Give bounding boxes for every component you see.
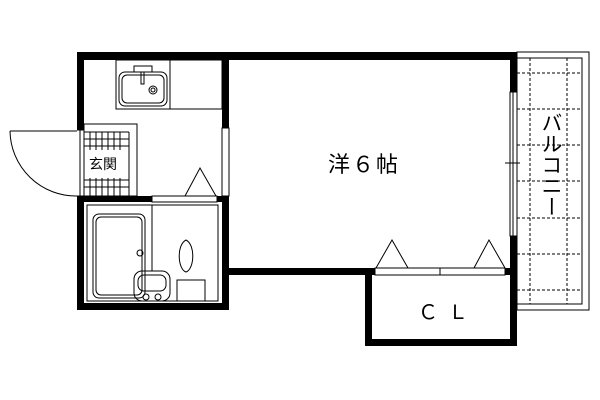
bath-door <box>151 195 218 203</box>
entrance-tiles <box>83 123 138 197</box>
entrance-door <box>9 129 84 197</box>
entrance-label: 玄関 <box>88 154 118 174</box>
window-right-kitchen <box>221 127 230 197</box>
balcony-window <box>505 91 520 237</box>
kitchen-counter <box>115 59 223 110</box>
closet-label: ＣＬ <box>418 300 478 324</box>
bathroom-fixtures <box>86 204 219 302</box>
balcony <box>516 51 590 311</box>
closet-doors <box>184 166 506 276</box>
western-room-label: 洋６帖 <box>328 153 401 178</box>
walls <box>77 52 517 346</box>
balcony-label: バルコニー <box>539 112 563 217</box>
